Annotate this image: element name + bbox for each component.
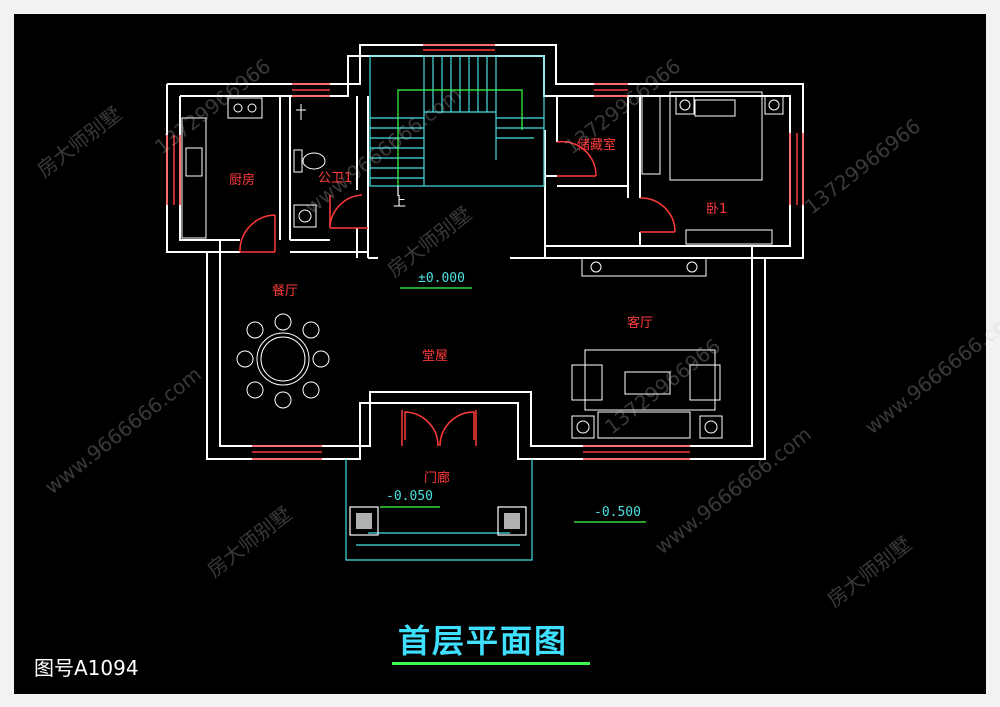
- door-kitchen: [239, 214, 276, 253]
- elevation-outside: -0.500: [594, 505, 641, 520]
- drawing-number: 图号A1094: [34, 656, 139, 680]
- door-bedroom: [639, 197, 676, 233]
- doors: [239, 140, 676, 447]
- stair-outline: [369, 55, 545, 187]
- window-living: [583, 445, 690, 460]
- wall-outer: [166, 44, 804, 460]
- bed: [641, 91, 784, 181]
- window-bedroom: [789, 133, 804, 205]
- stair-treads-right: [496, 117, 544, 139]
- room-label-porch: 门廊: [424, 471, 451, 486]
- bedroom-desk: [685, 229, 773, 245]
- kitchen-stove: [227, 97, 263, 119]
- staircase: [369, 55, 545, 196]
- window-dining: [252, 445, 322, 460]
- cad-canvas: [14, 14, 986, 694]
- stair-up-label: 上: [393, 195, 407, 210]
- elevation-main: ±0.000: [418, 271, 465, 286]
- elevation-porch: -0.050: [386, 489, 433, 504]
- walls: [166, 44, 804, 460]
- wall-inner: [179, 55, 791, 447]
- dining-table: [236, 313, 330, 409]
- room-label-hall: 堂屋: [422, 349, 449, 364]
- kitchen-sink: [185, 147, 203, 177]
- door-storage: [556, 140, 597, 177]
- door-main: [401, 410, 477, 447]
- stair-treads-left: [370, 117, 424, 179]
- bath-toilet-tank: [293, 149, 303, 173]
- sofa-set: [571, 349, 723, 439]
- bath-toilet: [302, 152, 326, 170]
- elevation-markers: [380, 287, 646, 523]
- room-label-storage: 储藏室: [577, 138, 617, 153]
- window-storage: [594, 83, 628, 97]
- porch-outline: [345, 459, 533, 561]
- title-underline: [392, 662, 590, 665]
- window-bath: [292, 83, 330, 97]
- drawing-title: 首层平面图: [398, 622, 569, 660]
- stair-treads-top: [423, 56, 497, 112]
- room-label-dining: 餐厅: [272, 284, 299, 299]
- room-label-kitchen: 厨房: [229, 173, 256, 188]
- bath-basin: [293, 204, 317, 228]
- window-top-stair: [423, 44, 495, 57]
- windows: [166, 44, 804, 460]
- room-label-bathroom: 公卫1: [318, 171, 353, 186]
- porch-column-right: [497, 506, 527, 536]
- tv-cabinet: [581, 257, 707, 277]
- kitchen-counter: [181, 117, 207, 239]
- stair-handrail: [397, 89, 523, 186]
- bath-shower: [296, 104, 306, 120]
- room-label-living: 客厅: [627, 316, 654, 331]
- porch: [345, 459, 533, 561]
- furniture: [181, 91, 784, 439]
- porch-column-left: [349, 506, 379, 536]
- stair-inner: [423, 111, 497, 186]
- window-kitchen: [166, 135, 181, 205]
- door-bath: [329, 194, 368, 229]
- room-label-bedroom: 卧1: [706, 202, 728, 217]
